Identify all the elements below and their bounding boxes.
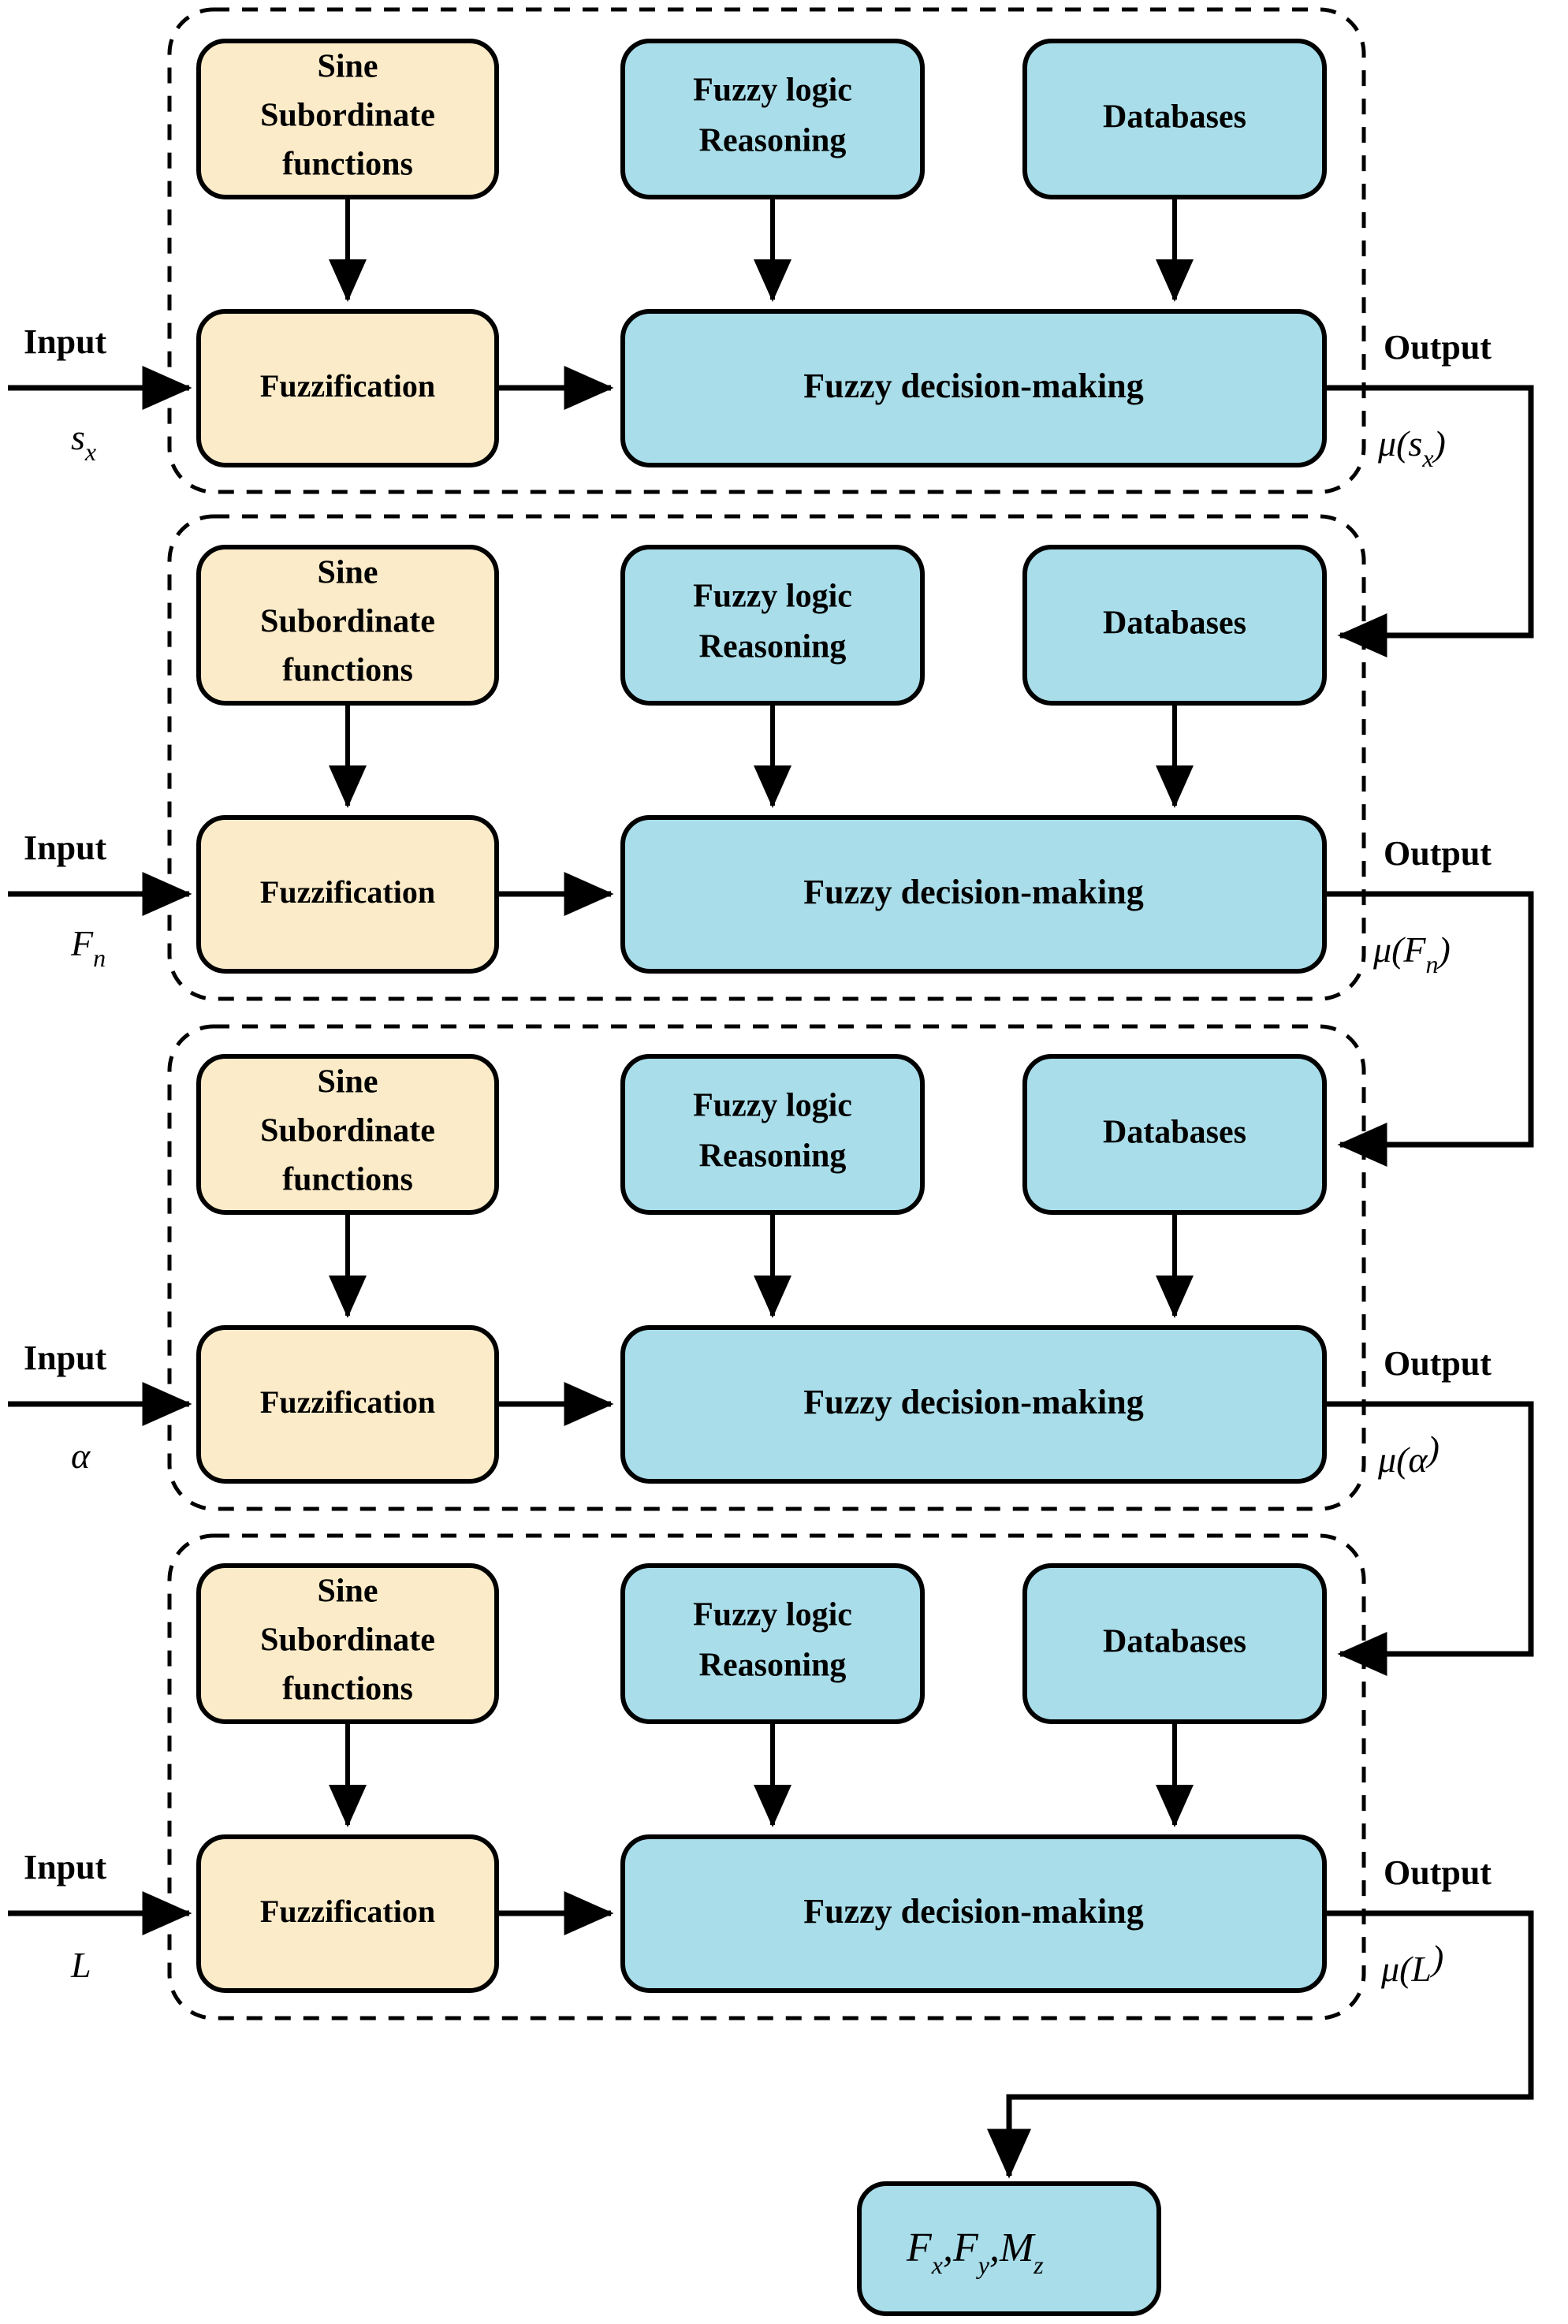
sine-label-4-line2: Subordinate [260,1622,435,1659]
output-symbol-2: μ(Fn) [1372,929,1451,978]
databases-box-3[interactable] [1022,1054,1327,1215]
fuzzy-decision-making-box-4[interactable] [620,1834,1327,1993]
feedback-wire-2-to-3 [1326,891,1534,1167]
input-symbol-2: Fn [70,923,106,972]
output-label-1: Output [1384,328,1492,367]
fuzzification-label-1: Fuzzification [260,368,435,404]
output-label-4: Output [1384,1853,1492,1892]
sine-label-2-line3: functions [282,653,413,689]
output-label-3: Output [1384,1344,1492,1383]
fuzzy-decision-making-box-2[interactable] [620,815,1327,974]
sine-label-1-line3: functions [282,147,413,183]
sine-subordinate-functions-box-2[interactable] [196,545,499,706]
sine-subordinate-functions-box-3[interactable] [196,1054,499,1215]
input-label-1: Input [24,322,107,361]
fuzzy-logic-reasoning-box-2[interactable] [620,545,925,706]
databases-label-3: Databases [1103,1115,1246,1151]
fuzzy-logic-label-3-line2: Reasoning [699,1138,847,1175]
fuzzification-label-2: Fuzzification [260,874,435,910]
sine-label-3-line3: functions [282,1162,413,1198]
fuzzy-decision-making-box-3[interactable] [620,1325,1327,1484]
input-symbol-4: L [70,1945,91,1985]
fuzzy-logic-label-2-line2: Reasoning [699,629,847,665]
fuzzification-box-2[interactable] [196,815,499,974]
fuzzy-decision-label-3: Fuzzy decision-making [803,1383,1143,1421]
final-output-symbols: Fx,Fy,Mz [906,2225,1044,2279]
final-output-wire [987,1910,1534,2179]
output-label-2: Output [1384,834,1492,873]
block-fn-dashed-container [167,514,1366,1001]
fuzzy-decision-label-1: Fuzzy decision-making [803,367,1143,405]
block-alpha-group: Sine Subordinate functions Fuzzy logic R… [8,1024,1492,1511]
block-fn-group: Sine Subordinate functions Fuzzy logic R… [8,514,1492,1001]
block-sx-group: Sine Subordinate functions Fuzzy logic R… [8,7,1492,494]
sine-label-2-line2: Subordinate [260,604,435,640]
fuzzy-logic-label-2-line1: Fuzzy logic [693,579,852,615]
block-sx-dashed-container [167,7,1366,494]
block-alpha-dashed-container [167,1024,1366,1511]
fuzzy-logic-label-1-line1: Fuzzy logic [693,73,852,109]
sine-label-3-line2: Subordinate [260,1113,435,1149]
block-L-dashed-container [167,1533,1366,2020]
output-symbol-4: μ(L) [1380,1938,1443,1989]
fuzzy-logic-label-4-line1: Fuzzy logic [693,1597,852,1633]
fuzzification-label-4: Fuzzification [260,1894,435,1929]
fuzzy-logic-reasoning-box-1[interactable] [620,39,925,199]
input-label-2: Input [24,829,107,867]
output-symbol-3: μ(α) [1377,1428,1440,1480]
sine-subordinate-functions-box-1[interactable] [196,39,499,199]
fuzzy-logic-label-1-line2: Reasoning [699,123,847,159]
feedback-wire-3-to-4 [1326,1401,1534,1676]
sine-label-1-line1: Sine [317,49,378,85]
input-symbol-3: α [71,1436,91,1476]
fuzzy-decision-making-box-1[interactable] [620,309,1327,467]
feedback-wire-1-to-2 [1326,385,1534,657]
fuzzification-box-1[interactable] [196,309,499,467]
input-label-3: Input [24,1339,107,1377]
sine-label-3-line1: Sine [317,1064,378,1101]
input-label-4: Input [24,1848,107,1886]
databases-label-1: Databases [1103,99,1246,136]
fuzzy-decision-label-4: Fuzzy decision-making [803,1892,1143,1931]
databases-label-2: Databases [1103,605,1246,642]
databases-box-2[interactable] [1022,545,1327,706]
fuzzification-box-4[interactable] [196,1834,499,1993]
databases-box-1[interactable] [1022,39,1327,199]
input-symbol-1: sx [71,417,96,466]
fuzzification-box-3[interactable] [196,1325,499,1484]
sine-label-4-line1: Sine [317,1574,378,1610]
block-L-group: Sine Subordinate functions Fuzzy logic R… [8,1533,1492,2020]
fuzzy-decision-label-2: Fuzzy decision-making [803,873,1143,911]
sine-label-2-line1: Sine [317,555,378,591]
fuzzy-logic-reasoning-box-3[interactable] [620,1054,925,1215]
output-symbol-1: μ(sx) [1377,423,1446,472]
fuzzification-label-3: Fuzzification [260,1384,435,1420]
final-output-box[interactable] [857,2181,1161,2316]
fuzzy-logic-reasoning-box-4[interactable] [620,1563,925,1724]
sine-label-4-line3: functions [282,1671,413,1708]
sine-subordinate-functions-box-4[interactable] [196,1563,499,1724]
fuzzy-logic-label-4-line2: Reasoning [699,1648,847,1684]
databases-box-4[interactable] [1022,1563,1327,1724]
databases-label-4: Databases [1103,1624,1246,1660]
fuzzy-logic-label-3-line1: Fuzzy logic [693,1088,852,1124]
sine-label-1-line2: Subordinate [260,98,435,134]
